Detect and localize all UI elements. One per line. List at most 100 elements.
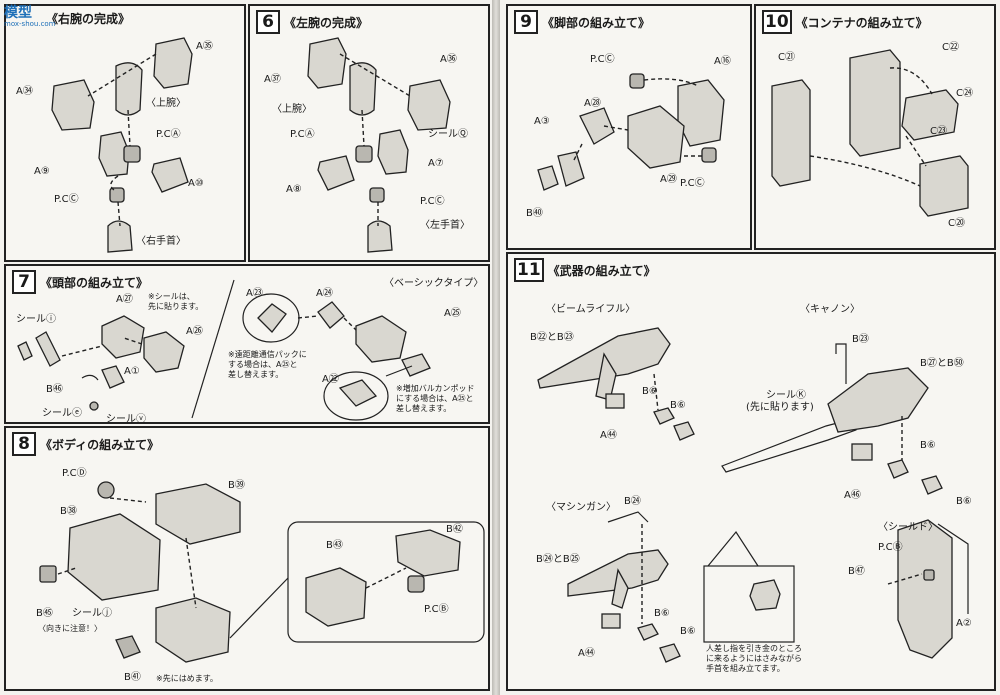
step11-title: 《武器の組み立て》 (547, 263, 656, 278)
step11-label: 〈キャノン〉 (800, 304, 860, 315)
step8-label: B㊳ (60, 506, 77, 517)
step5-label: A㉟ (196, 41, 213, 52)
step6-label: A㊲ (264, 74, 281, 85)
step7-label: A㉒ (322, 374, 339, 385)
step6-title: 《左腕の完成》 (284, 15, 369, 30)
step10-label: C㉔ (956, 88, 973, 99)
step10-number: 10 (762, 10, 792, 34)
step11-label: B㉔とB㉕ (536, 554, 580, 565)
step8-label: B㊴ (228, 480, 245, 491)
step9-panel: 9 《脚部の組み立て》 P.CⒸ A⑯ A㉘ A③ A㉙ P.CⒸ B㊵ (506, 4, 752, 250)
step8-note: ※先にはめます。 (156, 674, 218, 683)
step8-label: B㊶ (124, 672, 141, 683)
step11-number: 11 (514, 258, 544, 282)
step5-header: 《右腕の完成》 (46, 10, 130, 27)
step6-label: 〈左手首〉 (420, 220, 470, 231)
step7-label: B㊻ (46, 384, 63, 395)
step7-note: ※増加バルカンポッド にする場合は、A㉕と 差し替えます。 (396, 384, 475, 413)
step9-label: A③ (534, 116, 550, 127)
step8-label: P.CⒷ (424, 604, 449, 615)
step5-label: 〈右手首〉 (136, 236, 186, 247)
step5-panel: 《右腕の完成》 A㉟ A㉞ 〈上腕〉 P.CⒶ A⑨ A⑩ P.CⒸ 〈右手首〉 (4, 4, 246, 262)
step11-label: B⑥ (680, 626, 696, 637)
step7-header: 7 《頭部の組み立て》 (12, 270, 148, 294)
step7-label: A㉔ (316, 288, 333, 299)
step11-label: B㉒とB㉓ (530, 332, 574, 343)
step11-label: B㉓ (852, 334, 869, 345)
step9-diagram (537, 73, 725, 191)
step11-label: 〈シールド〉 (878, 522, 938, 533)
step7-title: 《頭部の組み立て》 (40, 275, 149, 290)
step11-label: A㊹ (600, 430, 617, 441)
step11-label: A② (956, 618, 972, 629)
step5-title: 《右腕の完成》 (46, 12, 131, 26)
page-gutter (492, 0, 500, 695)
step7-note: ※遠距離通信パックに する場合は、A㉕と 差し替えます。 (228, 350, 307, 379)
step8-header: 8 《ボディの組み立て》 (12, 432, 159, 456)
step10-title: 《コンテナの組み立て》 (795, 15, 928, 30)
step8-label: シールⓙ (72, 608, 112, 619)
step7-label: シールⓘ (16, 314, 56, 325)
step10-label: C⑳ (948, 218, 965, 229)
step5-label: A⑩ (188, 178, 204, 189)
step6-label: シールⓆ (428, 129, 468, 140)
step7-label: 〈ベーシックタイプ〉 (384, 278, 484, 289)
step9-label: A㉙ (660, 174, 677, 185)
watermark-logo: 模型 (4, 5, 32, 21)
step6-label: 〈上腕〉 (272, 104, 312, 115)
step7-label: A㉗ (116, 294, 133, 305)
step7-label: A㉕ (444, 308, 461, 319)
step8-label: B㊷ (446, 524, 463, 535)
step11-label: A㊻ (844, 490, 861, 501)
step5-label: A㉞ (16, 86, 33, 97)
step7-label: A㉓ (246, 288, 263, 299)
step8-panel: 8 《ボディの組み立て》 P.CⒹ B㊴ B㊳ B㊸ シールⓙ B㊺ B㊶ B㊷… (4, 426, 490, 691)
step11-label: シールⓀ (766, 390, 806, 401)
step8-label: B㊺ (36, 608, 53, 619)
step8-label: P.CⒹ (62, 468, 87, 479)
step7-label: シールⓥ (106, 414, 146, 424)
step11-header: 11 《武器の組み立て》 (514, 258, 656, 282)
step7-panel: 7 《頭部の組み立て》 A㉗ シールⓘ A㉖ B㊻ A① シールⓔ シールⓥ A… (4, 264, 490, 424)
step9-label: P.CⒸ (590, 54, 615, 65)
step11-label: B㊼ (848, 566, 865, 577)
step6-label: P.CⒸ (420, 196, 445, 207)
step6-label: P.CⒶ (290, 129, 315, 140)
step11-label: P.CⒷ (878, 542, 903, 553)
step5-label: P.CⒶ (156, 129, 181, 140)
step11-label: 〈ビームライフル〉 (546, 304, 636, 315)
step8-label: B㊸ (326, 540, 343, 551)
step10-label: C㉓ (930, 126, 947, 137)
step5-label: A⑨ (34, 166, 50, 177)
step6-number: 6 (256, 10, 280, 34)
step10-label: C㉑ (778, 52, 795, 63)
step9-label: A⑯ (714, 56, 731, 67)
step11-label: B⑥ (920, 440, 936, 451)
step9-header: 9 《脚部の組み立て》 (514, 10, 650, 34)
step11-panel: 11 《武器の組み立て》 〈ビームライフル〉 B㉒とB㉓ B⑥ B⑥ A㊹ 〈キ (506, 252, 996, 691)
step7-diagram (17, 279, 431, 421)
step9-label: A㉘ (584, 98, 601, 109)
step11-label: 〈マシンガン〉 (546, 502, 616, 513)
step7-label: A① (124, 366, 140, 377)
step8-diagram (39, 481, 485, 663)
step11-label: B㉔ (624, 496, 641, 507)
step8-number: 8 (12, 432, 36, 456)
step5-diagram (51, 37, 193, 253)
step11-label: B⑥ (670, 400, 686, 411)
step9-label: B㊵ (526, 208, 543, 219)
step6-header: 6 《左腕の完成》 (256, 10, 368, 34)
step11-diagram (537, 327, 969, 663)
step5-label: 〈上腕〉 (146, 98, 186, 109)
step10-header: 10 《コンテナの組み立て》 (762, 10, 928, 34)
watermark-url: mox-shou.com (4, 20, 56, 28)
step5-label: P.CⒸ (54, 194, 79, 205)
step11-label: B⑥ (642, 386, 658, 397)
step9-title: 《脚部の組み立て》 (542, 15, 651, 30)
step11-note: 人差し指を引き金のところ に来るようにはさみながら 手首を組み立てます。 (706, 644, 802, 673)
step11-label: B㉗とB㊿ (920, 358, 964, 369)
step6-label: A⑧ (286, 184, 302, 195)
step6-diagram (307, 37, 451, 253)
step7-note: ※シールは、 先に貼ります。 (148, 292, 204, 311)
step10-panel: 10 《コンテナの組み立て》 C㉑ C㉒ C㉔ C㉓ C⑳ (754, 4, 996, 250)
